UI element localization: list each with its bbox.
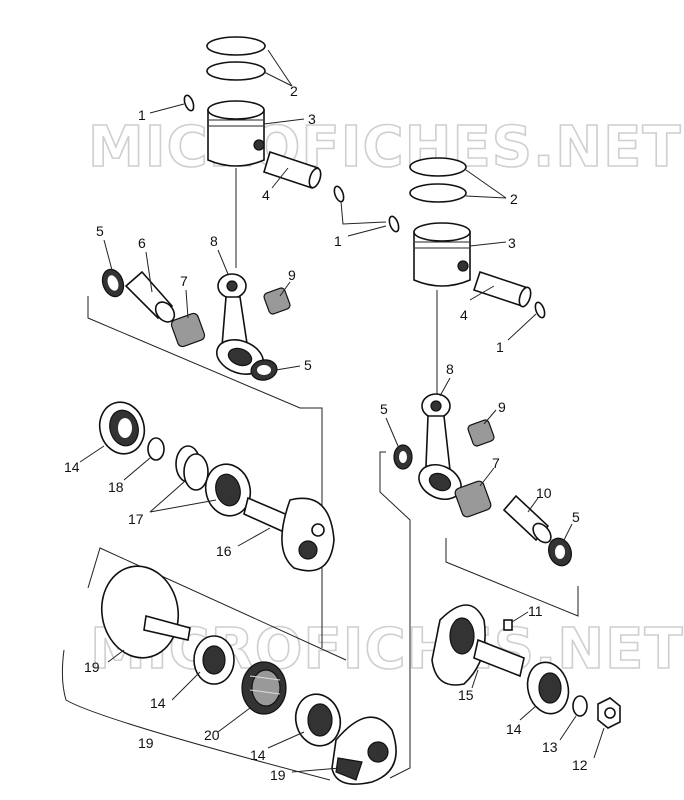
right-main-bearing: [526, 661, 570, 715]
callout-4: 4: [262, 187, 270, 203]
callout-6: 6: [138, 235, 146, 251]
left-flywheel: [100, 565, 191, 659]
left-crank-bearing: [204, 463, 252, 517]
callout-17: 17: [128, 511, 144, 527]
left-low-bearing: [294, 693, 342, 747]
callout-4: 4: [460, 307, 468, 323]
left-main-bearing: [98, 401, 146, 455]
left-thrust-washer: [101, 268, 125, 298]
left-connecting-rod: [215, 273, 265, 375]
left-crankshaft-half: [243, 496, 335, 572]
right-crankshaft-half: [431, 604, 525, 686]
callout-5: 5: [96, 223, 104, 239]
callout-3: 3: [508, 235, 516, 251]
callout-2: 2: [510, 191, 518, 207]
right-circlip-2: [534, 301, 546, 319]
seal: [241, 661, 287, 715]
callout-19: 19: [138, 735, 154, 751]
watermark-top: MICROFICHES.NET: [88, 115, 682, 180]
left-thrust-washer-2: [250, 359, 278, 381]
bottom-flywheel: [331, 716, 397, 785]
callout-10: 10: [536, 485, 552, 501]
right-spacer: [502, 494, 552, 544]
callout-5: 5: [304, 357, 312, 373]
right-circlip: [388, 215, 400, 233]
key: [503, 619, 513, 631]
callout-14: 14: [250, 747, 266, 763]
callout-7: 7: [492, 455, 500, 471]
callout-3: 3: [308, 111, 316, 127]
callout-8: 8: [210, 233, 218, 249]
callout-9: 9: [498, 399, 506, 415]
left-piston-pin: [263, 150, 322, 190]
callout-13: 13: [542, 739, 558, 755]
nut: [597, 697, 621, 729]
left-piston-rings: [206, 36, 266, 81]
left-mid-bearing: [193, 635, 235, 685]
callout-9: 9: [288, 267, 296, 283]
callout-20: 20: [204, 727, 220, 743]
callout-2: 2: [290, 83, 298, 99]
callout-14: 14: [64, 459, 80, 475]
left-circlip-mid: [333, 185, 345, 203]
callout-18: 18: [108, 479, 124, 495]
callout-5: 5: [380, 401, 388, 417]
shim: [147, 437, 165, 461]
callout-7: 7: [180, 273, 188, 289]
right-thrust-washer-2: [548, 537, 572, 567]
callout-8: 8: [446, 361, 454, 377]
left-circlip-top: [183, 94, 195, 112]
washer: [572, 695, 588, 717]
callout-14: 14: [506, 721, 522, 737]
right-thrust-washer: [393, 444, 413, 470]
retaining-rings: [175, 445, 209, 491]
right-piston-rings: [409, 157, 467, 203]
callout-1: 1: [334, 233, 342, 249]
left-spacer: [124, 270, 176, 323]
callout-5: 5: [572, 509, 580, 525]
left-needle-bearing-small: [263, 287, 291, 315]
callout-15: 15: [458, 687, 474, 703]
callout-labels: 1 2 3 4 1 2 3 4 1 5 6 8 9 7 5 8 9 5 7 10…: [64, 83, 588, 783]
callout-16: 16: [216, 543, 232, 559]
callout-12: 12: [572, 757, 588, 773]
callout-1: 1: [138, 107, 146, 123]
right-needle-bearing: [454, 480, 492, 518]
left-needle-bearing: [170, 312, 206, 348]
callout-19: 19: [270, 767, 286, 783]
right-piston: [413, 222, 471, 287]
right-connecting-rod: [418, 393, 462, 501]
callout-11: 11: [528, 603, 543, 619]
leader-lines: [79, 49, 605, 773]
callout-14: 14: [150, 695, 166, 711]
right-needle-bearing-small: [467, 419, 495, 447]
left-piston: [207, 100, 265, 167]
right-piston-pin: [472, 270, 532, 308]
callout-1: 1: [496, 339, 504, 355]
callout-19: 19: [84, 659, 100, 675]
